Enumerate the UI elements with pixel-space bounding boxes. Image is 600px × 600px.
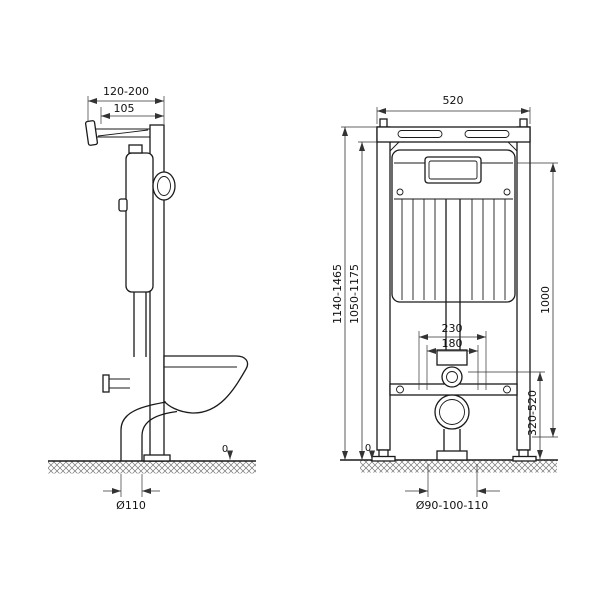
dim-bracket-depth: 105 [100, 102, 164, 124]
dim-fixing-inner-label: 180 [442, 337, 463, 350]
dim-wall-distance-label: 120-200 [103, 85, 149, 98]
dim-rail-height: 1050-1175 [348, 141, 377, 460]
dim-fixing-outer-label: 230 [442, 322, 463, 335]
supply-flange [102, 374, 110, 393]
dim-outlet-diameter-label: Ø90-100-110 [416, 499, 489, 512]
actuator-side [152, 171, 176, 201]
dim-outlet-height-label: 320-520 [526, 390, 539, 436]
flush-plate-opening [424, 156, 482, 184]
floor-zero-right-label: 0 [365, 443, 371, 454]
dim-floor-zero-right: 0 [365, 443, 375, 460]
foot-plate-side [143, 454, 171, 462]
wall-bracket [84, 120, 150, 146]
fill-valve-cap [128, 144, 143, 154]
dim-flush-height: 1000 [517, 162, 558, 438]
inlet-connection [436, 349, 468, 388]
frame-post-left [376, 126, 391, 451]
dim-floor-zero-left: 0 [222, 444, 233, 460]
frame-front [371, 118, 537, 462]
crossbar-slot-right [464, 130, 510, 138]
dim-drain-diameter-label: Ø110 [116, 499, 146, 512]
wall-plate [84, 120, 99, 146]
cistern-side [118, 144, 176, 357]
ground-right [340, 459, 558, 473]
drain-pipe-side [102, 374, 178, 461]
dim-outlet-diameter: Ø90-100-110 [405, 464, 500, 512]
waste-outlet [434, 394, 470, 461]
dim-drain-diameter: Ø110 [103, 474, 160, 512]
toilet-bowl-side [163, 355, 249, 414]
front-view: 520 1140-1465 1050-1175 0 1000 320-520 [331, 94, 558, 512]
ground-left [48, 460, 256, 474]
dim-fixing-outer: 230 [418, 322, 487, 390]
cistern-front [391, 149, 516, 350]
top-crossbar [376, 126, 531, 143]
dim-fixing-inner: 180 [426, 337, 479, 390]
crossbar-slot-left [397, 130, 443, 138]
dim-overall-height: 1140-1465 [331, 126, 377, 460]
outlet-flange [436, 450, 468, 461]
cistern-knob [118, 198, 128, 212]
side-view: 120-200 105 0 Ø110 [48, 85, 256, 512]
dim-outlet-height: 320-520 [468, 371, 545, 459]
floor-zero-label: 0 [222, 444, 228, 455]
dim-rail-height-label: 1050-1175 [348, 264, 361, 324]
dim-wall-distance: 120-200 [87, 85, 165, 124]
dim-frame-width: 520 [376, 94, 531, 124]
dim-frame-width-label: 520 [443, 94, 464, 107]
dim-overall-height-label: 1140-1465 [331, 264, 344, 324]
dim-flush-height-label: 1000 [539, 286, 552, 314]
cistern-ribs [401, 199, 506, 300]
dim-bracket-depth-label: 105 [114, 102, 135, 115]
